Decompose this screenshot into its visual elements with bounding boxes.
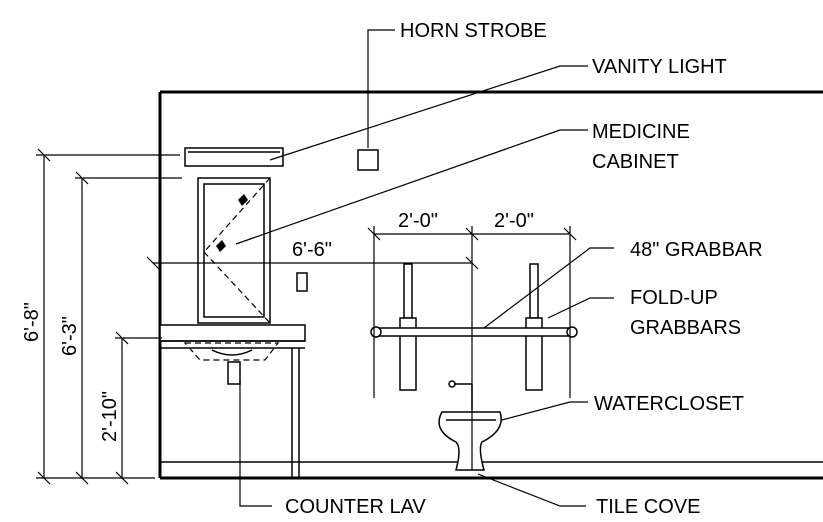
counter-lav [159,324,306,478]
label-grabbar-48: 48" GRABBAR [630,239,763,261]
fold-up-grabbars [399,263,543,391]
horn-strobe [357,149,379,171]
dim-text-6-8: 6'-8" [21,302,43,342]
leader-lines [235,29,614,507]
dimension-2-10 [115,331,162,485]
label-vanity-light: VANITY LIGHT [592,56,727,78]
wall-switch [296,272,308,292]
dimension-6-8 [36,148,180,485]
label-horn-strobe: HORN STROBE [400,20,547,42]
grabbar-48 [370,326,578,338]
label-tile-cove: TILE COVE [596,496,700,518]
label-medicine-cabinet-1: MEDICINE [592,121,690,143]
dim-text-grabbar-right: 2'-0" [494,210,534,232]
dim-text-6-6: 6'-6" [292,239,332,261]
dimension-6-3 [75,171,182,485]
dim-text-grabbar-left: 2'-0" [398,210,438,232]
label-counter-lav: COUNTER LAV [285,496,426,518]
label-watercloset: WATERCLOSET [594,393,744,415]
medicine-cabinet [197,177,271,324]
flush-valve [448,380,473,410]
vanity-light [184,147,284,167]
label-foldup-2: GRABBARS [630,317,741,339]
dim-text-6-3: 6'-3" [59,316,81,356]
room-outline [158,90,823,480]
dimension-grabbars [367,226,577,470]
label-foldup-1: FOLD-UP [630,287,718,309]
water-closet [438,411,502,471]
dim-text-2-10: 2'-10" [99,391,121,442]
label-medicine-cabinet-2: CABINET [592,151,679,173]
